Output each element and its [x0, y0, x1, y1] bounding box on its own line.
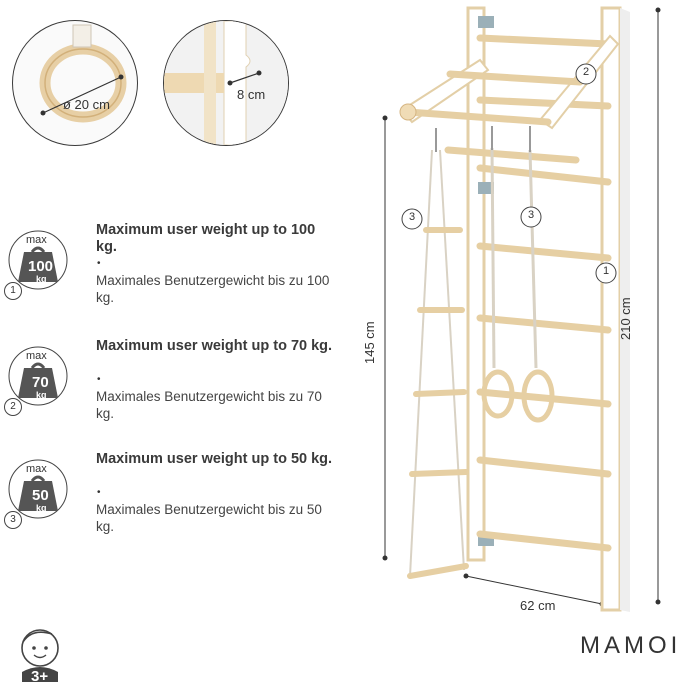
weight-max-label: max [26, 350, 47, 362]
rung-diameter-label: 8 cm [237, 87, 266, 102]
callout-pullup-bar: 2 [582, 66, 590, 78]
spec-title: Maximum user weight up to 100 kg. [96, 222, 316, 255]
callout-wall-bars: 1 [602, 265, 610, 277]
weight-unit-label: kg [36, 503, 47, 513]
spec-subtitle: Maximales Benutzergewicht bis zu 50 kg. [96, 502, 322, 534]
bullet: • [97, 258, 101, 269]
wall-bars-illustration [382, 6, 661, 612]
weight-value-label: 100 [28, 258, 54, 275]
age-label: 3+ [31, 668, 49, 685]
weight-value-label: 70 [32, 374, 49, 391]
spec-subtitle: Maximales Benutzergewicht bis zu 70 kg. [96, 389, 322, 421]
weight-50-icon [8, 459, 68, 519]
spec-weight-70: max 70 kg 2 Maximum user weight up to 70… [0, 334, 332, 444]
ring-diameter-label: ø 20 cm [63, 97, 110, 112]
spec-number-badge: 1 [4, 282, 22, 300]
spec-weight-50: max 50 kg 3 Maximum user weight up to 50… [0, 447, 332, 557]
height-ladder-label: 145 cm [362, 321, 377, 364]
weight-max-label: max [26, 463, 47, 475]
weight-70-icon [8, 346, 68, 406]
spec-subtitle: Maximales Benutzergewicht bis zu 100 kg. [96, 273, 330, 305]
weight-max-label: max [26, 234, 47, 246]
gymnastic-ring-icon [39, 24, 127, 123]
child-face-icon [21, 629, 59, 682]
spec-weight-100: max 100 kg 1 Maximum user weight up to 1… [0, 218, 330, 328]
weight-100-icon [8, 230, 68, 290]
spec-title: Maximum user weight up to 70 kg. [96, 338, 333, 354]
bullet: • [97, 487, 101, 498]
width-label: 62 cm [520, 598, 556, 613]
ring-detail-circle: ø 20 cm [12, 20, 138, 146]
height-total-label: 210 cm [618, 297, 633, 340]
spec-number-badge: 2 [4, 398, 22, 416]
weight-value-label: 50 [32, 487, 49, 504]
spec-number-badge: 3 [4, 511, 22, 529]
bullet: • [97, 374, 101, 385]
weight-unit-label: kg [36, 274, 47, 284]
callout-rope-ladder: 3 [408, 211, 416, 223]
weight-unit-label: kg [36, 390, 47, 400]
brand-logo: MAMOI [580, 632, 682, 659]
rung-detail-circle: 8 cm [163, 20, 289, 146]
spec-title: Maximum user weight up to 50 kg. [96, 451, 333, 467]
rung-detail-icon [164, 21, 288, 145]
callout-rings: 3 [527, 209, 535, 221]
